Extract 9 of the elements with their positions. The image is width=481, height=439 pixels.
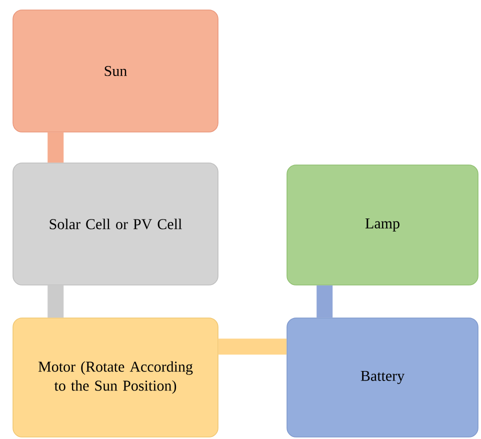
process-box: Motor (Rotate According to the Sun Position) [12,318,218,438]
process-box: Sun [12,10,218,132]
process-box: Lamp [286,164,478,286]
connector-bar [316,285,333,318]
connector-bar [48,132,64,163]
connector-bar [48,285,64,318]
connector-bar [218,338,287,355]
process-box: Battery [286,318,478,438]
process-box: Solar Cell or PV Cell [12,162,218,286]
